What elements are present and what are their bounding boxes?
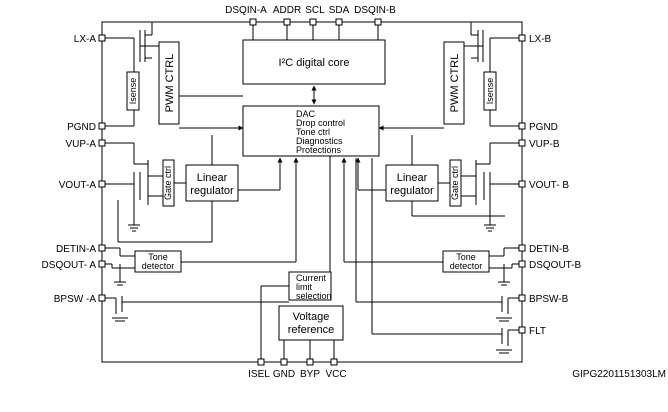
voltage-reference-label: reference xyxy=(288,324,334,336)
isense-a-label: Isense xyxy=(128,78,138,105)
right-pins: LX-B PGND VUP-B VOUT- B DETIN-B DSQOUT-B… xyxy=(518,34,582,337)
tone-detector-b-label: detector xyxy=(450,261,483,271)
pin-label-bpsw-a: BPSW -A xyxy=(54,294,97,305)
dac-control-block xyxy=(242,105,380,157)
i2c-digital-core-block xyxy=(242,39,386,85)
tone-detector-a-label: Tone xyxy=(148,252,168,262)
current-limit-label: limit xyxy=(296,282,312,292)
pin-label-vout-b: VOUT- B xyxy=(529,180,569,191)
dac-line: Drop control xyxy=(296,118,345,128)
isense-b-label: Isense xyxy=(485,78,495,105)
isense-a-block xyxy=(126,71,140,111)
tone-detector-b-label: Tone xyxy=(456,252,476,262)
figure-id: GIPG2201151303LM xyxy=(572,369,666,380)
dac-line: Diagnostics xyxy=(296,136,343,146)
pin-label-vup-a: VUP-A xyxy=(65,139,96,150)
pin-label-detin-a: DETIN-A xyxy=(56,244,96,255)
gate-ctrl-a-label: Gate ctrl xyxy=(163,166,173,200)
gate-ctrl-b-label: Gate ctrl xyxy=(450,166,460,200)
dac-line: DAC xyxy=(296,109,316,119)
tone-detector-a-label: detector xyxy=(142,261,175,271)
voltage-reference-block xyxy=(278,305,344,341)
pwm-ctrl-b-label: PWM CTRL xyxy=(449,54,461,113)
pin-label-sda: SDA xyxy=(329,5,350,16)
pin-label-gnd: GND xyxy=(273,369,295,380)
pin-label-lx-a: LX-A xyxy=(74,34,97,45)
left-pins: LX-A PGND VUP-A VOUT-A DETIN-A DSQOUT- A… xyxy=(42,34,106,305)
pin-label-vup-b: VUP-B xyxy=(529,139,560,150)
linear-regulator-b-label: Linear xyxy=(397,172,428,184)
pin-label-bpsw-b: BPSW-B xyxy=(529,294,569,305)
pin-label-byp: BYP xyxy=(300,369,320,380)
dac-line: Protections xyxy=(296,145,342,155)
pin-label-detin-b: DETIN-B xyxy=(529,244,569,255)
current-limit-label: selection xyxy=(296,291,332,301)
pin-label-lx-b: LX-B xyxy=(529,34,552,45)
channel-a: PWM CTRL Isense Gate ctrl Li xyxy=(105,22,289,322)
voltage-reference-label: Voltage xyxy=(293,311,330,323)
pin-label-flt: FLT xyxy=(529,326,546,337)
current-limit-label: Current xyxy=(296,273,327,283)
pin-label-pgnd-a: PGND xyxy=(67,122,96,133)
pin-label-dsqout-b: DSQOUT-B xyxy=(529,260,582,271)
pwm-ctrl-b-block xyxy=(443,41,465,125)
i2c-core-label: I²C digital core xyxy=(279,57,350,69)
dac-line: Tone ctrl xyxy=(296,127,330,137)
pin-label-dsqin-b: DSQIN-B xyxy=(354,5,396,16)
pin-label-pgnd-b: PGND xyxy=(529,122,558,133)
pin-label-addr: ADDR xyxy=(273,5,301,16)
pwm-ctrl-a-label: PWM CTRL xyxy=(164,54,176,113)
pin-label-vout-a: VOUT-A xyxy=(59,180,97,191)
pin-label-isel: ISEL xyxy=(248,369,270,380)
linear-regulator-a-label: regulator xyxy=(190,185,234,197)
dac-functions-list: DAC Drop control Tone ctrl Diagnostics P… xyxy=(296,109,345,155)
top-pins: DSQIN-A ADDR SCL SDA DSQIN-B xyxy=(225,5,396,40)
pin-label-scl: SCL xyxy=(305,5,325,16)
pin-label-dsqout-a: DSQOUT- A xyxy=(42,260,97,271)
pin-label-dsqin-a: DSQIN-A xyxy=(225,5,267,16)
pin-label-vcc: VCC xyxy=(325,369,346,380)
linear-regulator-a-label: Linear xyxy=(197,172,228,184)
pwm-ctrl-a-block xyxy=(158,41,180,125)
linear-regulator-b-label: regulator xyxy=(390,185,434,197)
